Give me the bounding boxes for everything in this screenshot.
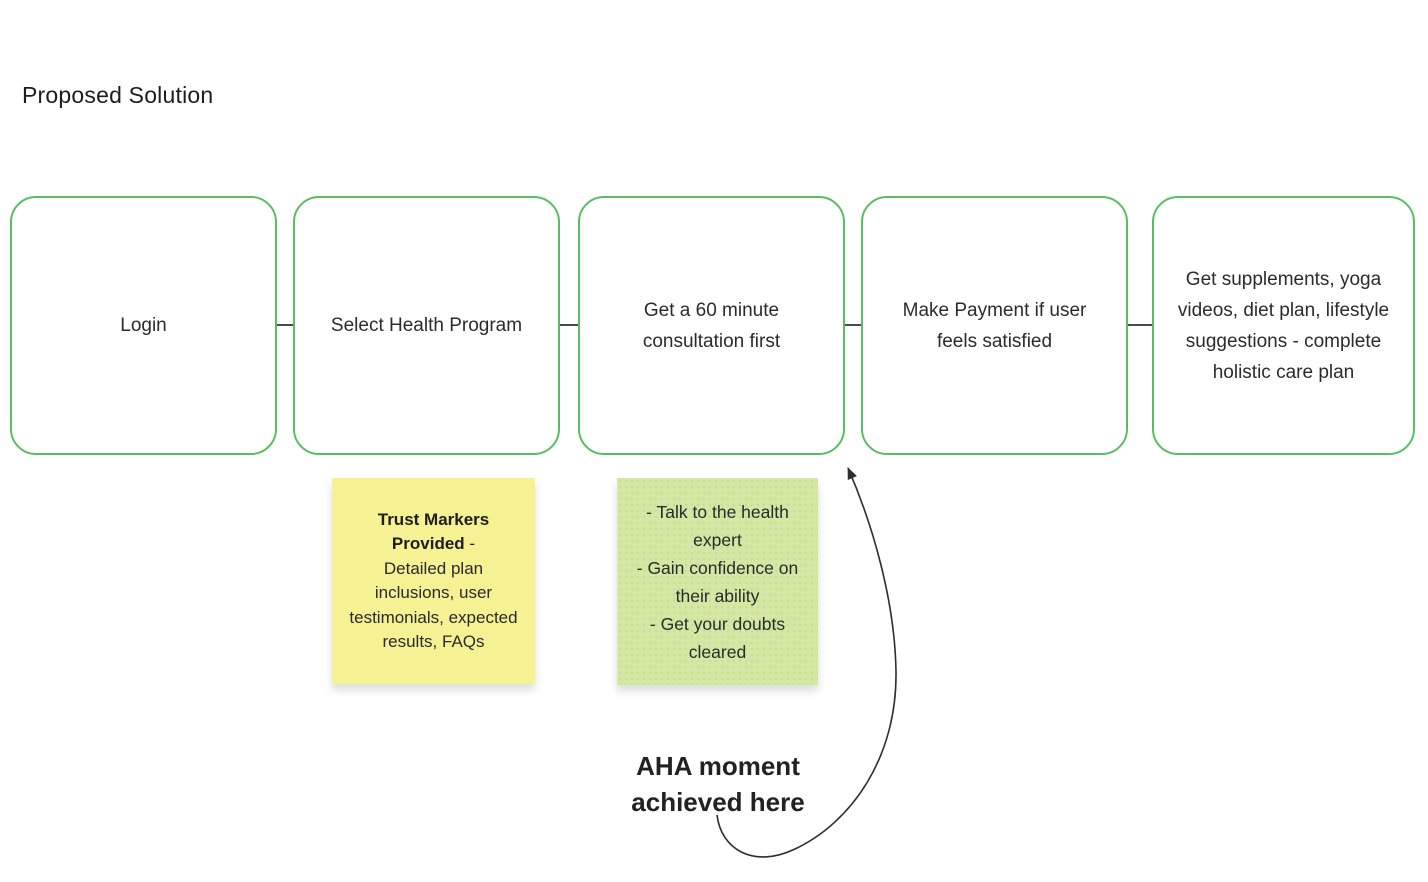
flow-box-label: Get supplements, yoga videos, diet plan,… [1177,268,1390,383]
sticky-note-line: - Talk to the health expert [646,501,789,550]
page-title: Proposed Solution [22,82,214,108]
flow-box-label: Get a 60 minute consultation first [642,299,781,352]
flow-box-payment: Make Payment if user feels satisfied [861,196,1128,455]
connector-line [560,324,578,326]
sticky-note-line: - Get your doubts cleared [649,613,786,662]
aha-moment-annotation: AHA moment achieved here [588,748,848,820]
flow-box-holistic-plan: Get supplements, yoga videos, diet plan,… [1152,196,1415,455]
flow-box-login: Login [10,196,277,455]
flow-box-label: Select Health Program [330,315,523,336]
sticky-note-heading-dash: - [464,534,476,553]
connector-line [845,324,861,326]
flow-box-consultation: Get a 60 minute consultation first [578,196,845,455]
flow-box-label: Login [120,315,167,336]
flow-box-select-program: Select Health Program [293,196,560,455]
sticky-note-consultation-benefits: - Talk to the health expert - Gain confi… [617,478,818,685]
sticky-note-body: Detailed plan inclusions, user testimoni… [349,558,518,652]
flow-box-label: Make Payment if user feels satisfied [902,299,1087,352]
sticky-note-heading: Trust Markers Provided - [346,508,521,557]
connector-line [1128,324,1152,326]
sticky-note-trust-markers: Trust Markers Provided - Detailed plan i… [332,478,535,684]
connector-line [277,324,293,326]
sticky-note-heading-bold: Trust Markers Provided [377,509,490,554]
sticky-note-line: - Gain confidence on their ability [636,557,799,606]
aha-moment-line1: AHA moment [636,751,800,781]
aha-moment-line2: achieved here [631,787,805,817]
